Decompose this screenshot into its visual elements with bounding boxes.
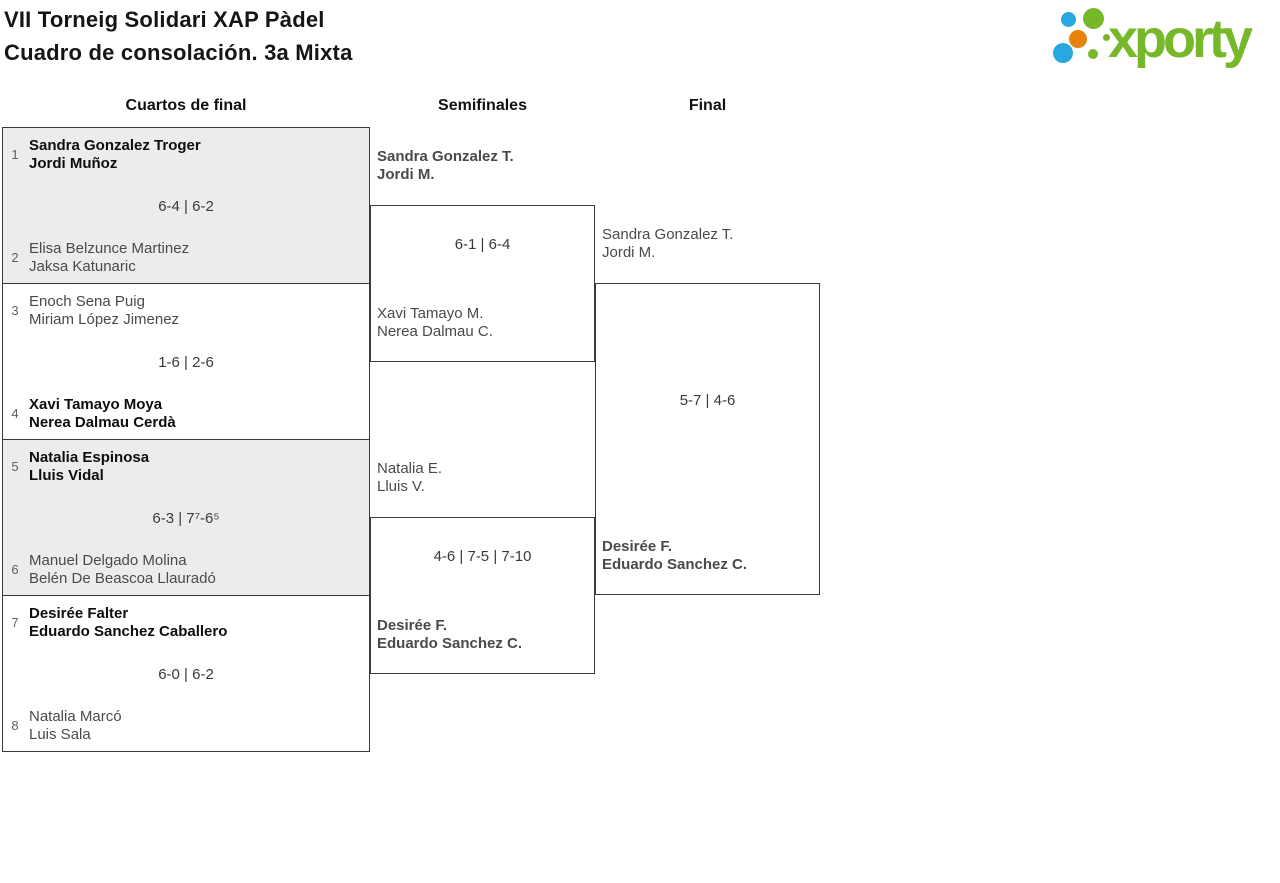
team-names: Sandra Gonzalez Troger Jordi Muñoz — [29, 137, 361, 173]
player-name: Xavi Tamayo Moya — [29, 396, 163, 413]
team-names: Desirée Falter Eduardo Sanchez Caballero — [29, 605, 361, 641]
team-names: Desirée F. Eduardo Sanchez C. — [377, 617, 592, 653]
player-name: Lluis Vidal — [29, 467, 104, 484]
seed-number: 4 — [11, 406, 19, 421]
match-score: 1-6 | 2-6 — [158, 354, 214, 371]
seed-number: 5 — [11, 459, 19, 474]
player-name: Sandra Gonzalez T. — [377, 148, 514, 165]
player-name: Nerea Dalmau C. — [377, 323, 493, 340]
player-name: Natalia E. — [377, 460, 443, 477]
player-name: Desirée Falter — [29, 605, 129, 622]
logo-dot-orange-icon — [1069, 30, 1087, 48]
team-names: Manuel Delgado Molina Belén De Beascoa L… — [29, 552, 361, 588]
logo-dot-blue-large-icon — [1053, 43, 1073, 63]
player-name: Desirée F. — [602, 538, 673, 555]
tournament-name: VII Torneig Solidari XAP Pàdel — [4, 7, 325, 32]
match-final: 5-7 | 4-6 — [595, 283, 820, 595]
player-name: Natalia Marcó — [29, 708, 122, 725]
player-name: Elisa Belzunce Martinez — [29, 240, 190, 257]
draw-name: Cuadro de consolación. 3a Mixta — [4, 40, 353, 65]
seed-number: 3 — [11, 303, 19, 318]
seed-number: 6 — [11, 562, 19, 577]
page-title: VII Torneig Solidari XAP Pàdel Cuadro de… — [4, 3, 353, 69]
match-semifinal-2: 4-6 | 7-5 | 7-10 — [370, 517, 595, 674]
player-name: Jordi Muñoz — [29, 155, 118, 172]
round-header-final: Final — [688, 97, 727, 114]
player-name: Xavi Tamayo M. — [377, 305, 484, 322]
logo-dot-green-small-icon — [1088, 49, 1098, 59]
player-name: Eduardo Sanchez C. — [602, 556, 748, 573]
player-name: Jaksa Katunaric — [29, 258, 136, 275]
match-semifinal-1: 6-1 | 6-4 — [370, 205, 595, 362]
logo-dot-green-tiny-icon — [1103, 34, 1110, 41]
player-name: Enoch Sena Puig — [29, 293, 145, 310]
team-names: Natalia Marcó Luis Sala — [29, 708, 361, 744]
team-names: Natalia Espinosa Lluis Vidal — [29, 449, 361, 485]
logo-wordmark: xporty — [1108, 9, 1253, 69]
team-names: Elisa Belzunce Martinez Jaksa Katunaric — [29, 240, 361, 276]
player-name: Luis Sala — [29, 726, 91, 743]
player-name: Manuel Delgado Molina — [29, 552, 187, 569]
round-header-semifinals: Semifinales — [438, 97, 527, 114]
player-name: Natalia Espinosa — [29, 449, 150, 466]
team-names: Enoch Sena Puig Miriam López Jimenez — [29, 293, 361, 329]
match-score: 6-0 | 6-2 — [158, 666, 214, 683]
match-quarterfinal-4: 7 Desirée Falter Eduardo Sanchez Caballe… — [2, 595, 370, 752]
match-quarterfinal-3: 5 Natalia Espinosa Lluis Vidal 6-3 | 7⁷-… — [2, 439, 370, 596]
match-score: 6-4 | 6-2 — [158, 198, 214, 215]
match-quarterfinal-1: 1 Sandra Gonzalez Troger Jordi Muñoz 6-4… — [2, 127, 370, 284]
player-name: Eduardo Sanchez C. — [377, 635, 523, 652]
seed-number: 2 — [11, 250, 19, 265]
match-score: 5-7 | 4-6 — [679, 392, 736, 409]
player-name: Belén De Beascoa Llauradó — [29, 570, 216, 587]
seed-number: 7 — [11, 615, 19, 630]
team-names: Desirée F. Eduardo Sanchez C. — [602, 538, 817, 574]
player-name: Lluis V. — [377, 478, 425, 495]
match-score: 6-3 | 7⁷-6⁵ — [152, 510, 220, 527]
match-score: 4-6 | 7-5 | 7-10 — [433, 548, 532, 565]
xporty-logo: xporty — [1048, 0, 1280, 82]
match-score: 6-1 | 6-4 — [454, 236, 511, 253]
player-name: Eduardo Sanchez Caballero — [29, 623, 228, 640]
player-name: Jordi M. — [377, 166, 435, 183]
team-names: Xavi Tamayo M. Nerea Dalmau C. — [377, 305, 592, 341]
team-names: Sandra Gonzalez T. Jordi M. — [602, 226, 817, 262]
player-name: Sandra Gonzalez T. — [602, 226, 734, 243]
player-name: Sandra Gonzalez Troger — [29, 137, 201, 154]
seed-number: 1 — [11, 147, 19, 162]
logo-dot-green-large-icon — [1083, 8, 1104, 29]
logo-dot-blue-small-icon — [1061, 12, 1076, 27]
player-name: Nerea Dalmau Cerdà — [29, 414, 176, 431]
team-names: Natalia E. Lluis V. — [377, 460, 592, 496]
player-name: Miriam López Jimenez — [29, 311, 180, 328]
player-name: Desirée F. — [377, 617, 448, 634]
round-header-quarterfinals: Cuartos de final — [125, 97, 247, 114]
match-quarterfinal-2: 3 Enoch Sena Puig Miriam López Jimenez 1… — [2, 283, 370, 440]
team-names: Sandra Gonzalez T. Jordi M. — [377, 148, 592, 184]
team-names: Xavi Tamayo Moya Nerea Dalmau Cerdà — [29, 396, 361, 432]
seed-number: 8 — [11, 718, 19, 733]
player-name: Jordi M. — [602, 244, 656, 261]
